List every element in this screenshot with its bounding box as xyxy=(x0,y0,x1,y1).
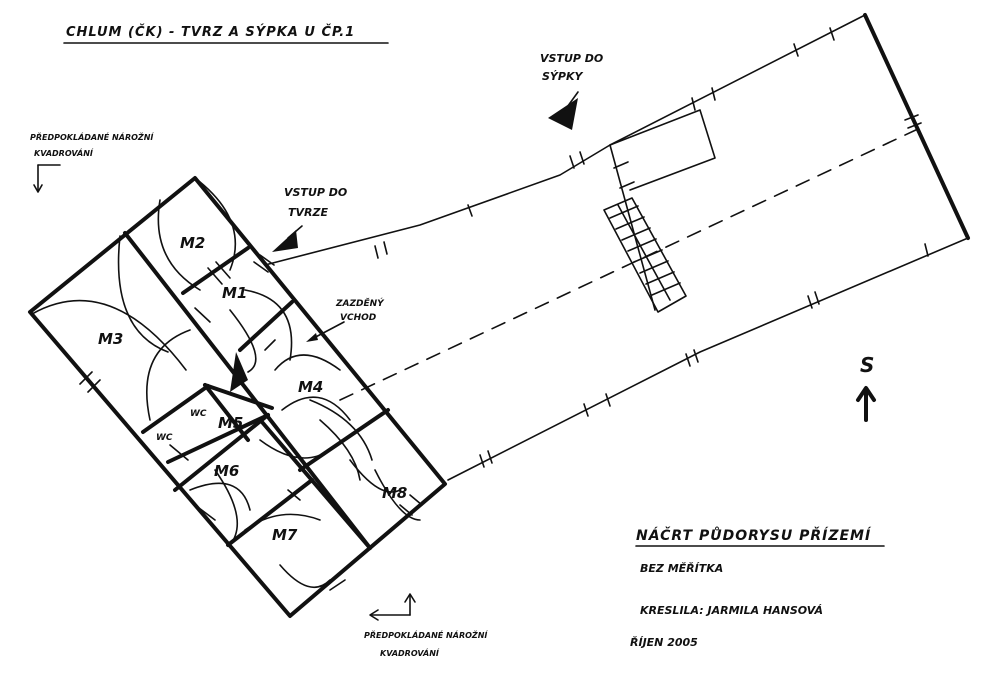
granary-ticks xyxy=(374,27,929,468)
fortress-entrance-label-2: TVRZE xyxy=(288,206,328,219)
room-m8: M8 xyxy=(382,484,407,502)
vault-note-bottom-1: PŘEDPOKLÁDANÉ NÁROŽNÍ xyxy=(364,629,488,640)
caption-title: NÁČRT PŮDORYSU PŘÍZEMÍ xyxy=(636,526,872,544)
granary-walls xyxy=(264,13,970,481)
fortress-walls xyxy=(28,176,447,618)
room-m6: M6 xyxy=(214,462,239,480)
vault-arcs xyxy=(31,177,421,589)
walled-entrance-label-2: VCHOD xyxy=(340,313,377,323)
vault-note-left-1: PŘEDPOKLÁDANÉ NÁROŽNÍ xyxy=(30,131,154,142)
north-label: S xyxy=(860,353,874,377)
vault-note-left-2: KVADROVÁNÍ xyxy=(34,147,94,158)
room-m1: M1 xyxy=(222,284,247,302)
caption-author: KRESLILA: JARMILA HANSOVÁ xyxy=(640,604,823,617)
room-m5: M5 xyxy=(218,414,243,432)
staircase xyxy=(603,197,687,313)
page-title: CHLUM (ČK) - TVRZ A SÝPKA U ČP.1 xyxy=(66,24,355,40)
room-m2: M2 xyxy=(180,234,205,252)
north-arrow-icon xyxy=(856,386,876,422)
fortress-entry-wedge xyxy=(230,352,248,392)
room-wc-2: WC xyxy=(190,409,207,419)
room-m4: M4 xyxy=(298,378,323,396)
room-m7: M7 xyxy=(272,526,298,544)
granary-entrance-label-2: SÝPKY xyxy=(542,70,583,83)
granary-entrance-arrow-icon xyxy=(548,98,578,130)
caption-date: ŘÍJEN 2005 xyxy=(630,635,698,649)
vault-note-bottom-2: KVADROVÁNÍ xyxy=(380,647,440,658)
granary-entrance-label-1: VSTUP DO xyxy=(540,52,603,65)
room-m3: M3 xyxy=(98,330,123,348)
room-wc-1: WC xyxy=(156,433,173,443)
vault-note-marker-bottom xyxy=(369,593,416,621)
caption-scale: BEZ MĚŘÍTKA xyxy=(640,561,723,575)
vault-note-marker-left xyxy=(33,164,61,193)
walled-entrance-label-1: ZAZDĚNÝ xyxy=(335,297,385,309)
fortress-entrance-label-1: VSTUP DO xyxy=(284,186,347,199)
